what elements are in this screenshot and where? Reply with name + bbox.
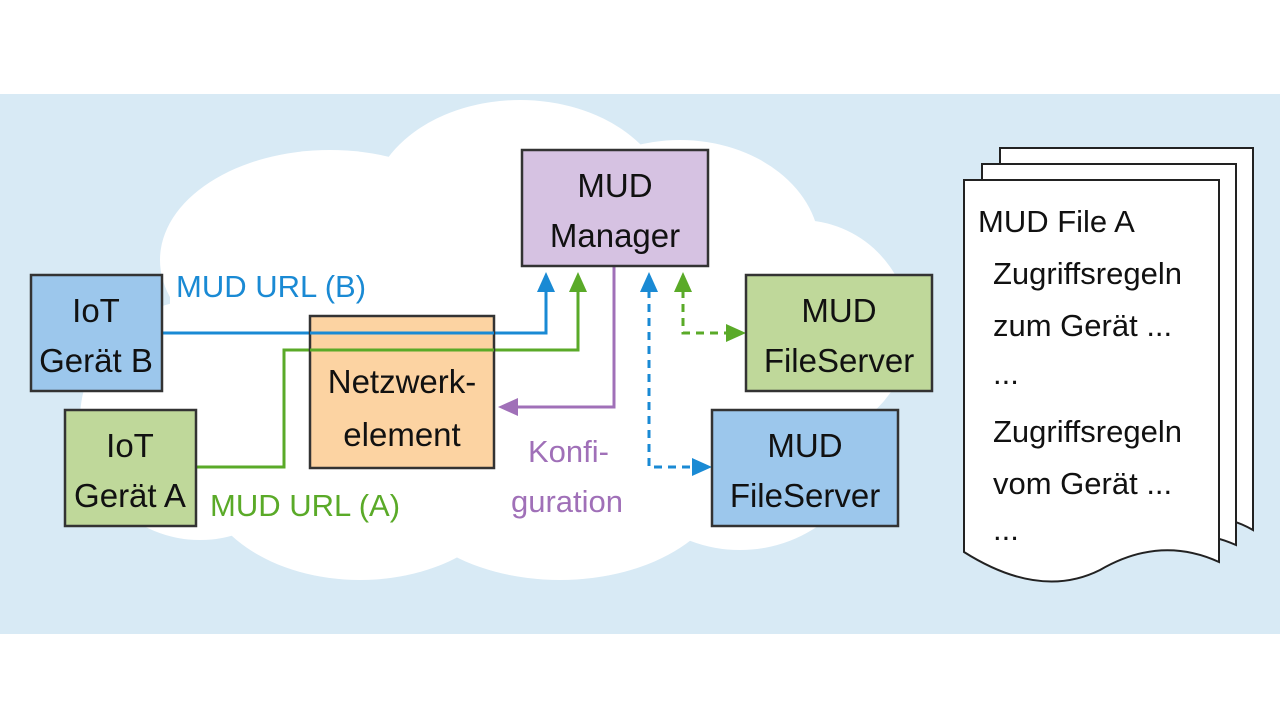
node-mud-fileserver-blue[interactable]: MUD FileServer: [710, 408, 900, 528]
label-mud-url-a: MUD URL (A): [210, 488, 400, 523]
mud-file-line: Zugriffsregeln: [993, 414, 1182, 449]
mud-file-line: zum Gerät ...: [993, 308, 1172, 343]
connector-konfiguration: [498, 265, 616, 416]
node-label: Netzwerk-: [328, 363, 477, 400]
node-label: FileServer: [730, 477, 880, 514]
arrowhead-up-icon: [674, 272, 692, 292]
mud-file-document-stack[interactable]: MUD File A Zugriffsregeln zum Gerät ... …: [963, 147, 1254, 583]
node-label: IoT: [106, 427, 154, 464]
document-page-front: [963, 179, 1220, 583]
node-label: MUD: [767, 427, 842, 464]
mud-file-line: ...: [993, 512, 1019, 547]
arrowhead-left-icon: [498, 398, 518, 416]
label-konfiguration-2: guration: [511, 484, 623, 519]
label-konfiguration-1: Konfi-: [528, 434, 609, 469]
mud-file-line: ...: [993, 356, 1019, 391]
node-label: element: [343, 416, 460, 453]
arrowhead-right-icon: [726, 324, 746, 342]
connector-manager-fileserver-green: [674, 272, 746, 342]
mud-file-line: Zugriffsregeln: [993, 256, 1182, 291]
node-iot-geraet-a[interactable]: IoT Gerät A: [63, 408, 198, 528]
mud-file-line: vom Gerät ...: [993, 466, 1172, 501]
arrowhead-up-icon: [640, 272, 658, 292]
arrowhead-up-icon: [569, 272, 587, 292]
node-label: Gerät B: [39, 342, 153, 379]
label-mud-url-b: MUD URL (B): [176, 269, 366, 304]
node-iot-geraet-b[interactable]: IoT Gerät B: [29, 273, 164, 393]
node-label: MUD: [577, 167, 652, 204]
node-label: Manager: [550, 217, 680, 254]
node-label: Gerät A: [74, 477, 186, 514]
node-mud-manager[interactable]: MUD Manager: [520, 148, 710, 268]
connector-url-a: [196, 272, 587, 469]
mud-file-title: MUD File A: [978, 204, 1135, 239]
connector-manager-fileserver-blue: [640, 272, 712, 476]
node-label: MUD: [801, 292, 876, 329]
connector-url-b: [162, 272, 555, 335]
node-mud-fileserver-green[interactable]: MUD FileServer: [744, 273, 934, 393]
node-label: FileServer: [764, 342, 914, 379]
arrowhead-right-icon: [692, 458, 712, 476]
arrowhead-up-icon: [537, 272, 555, 292]
node-label: IoT: [72, 292, 120, 329]
node-netzwerkelement[interactable]: Netzwerk- element: [308, 314, 496, 470]
